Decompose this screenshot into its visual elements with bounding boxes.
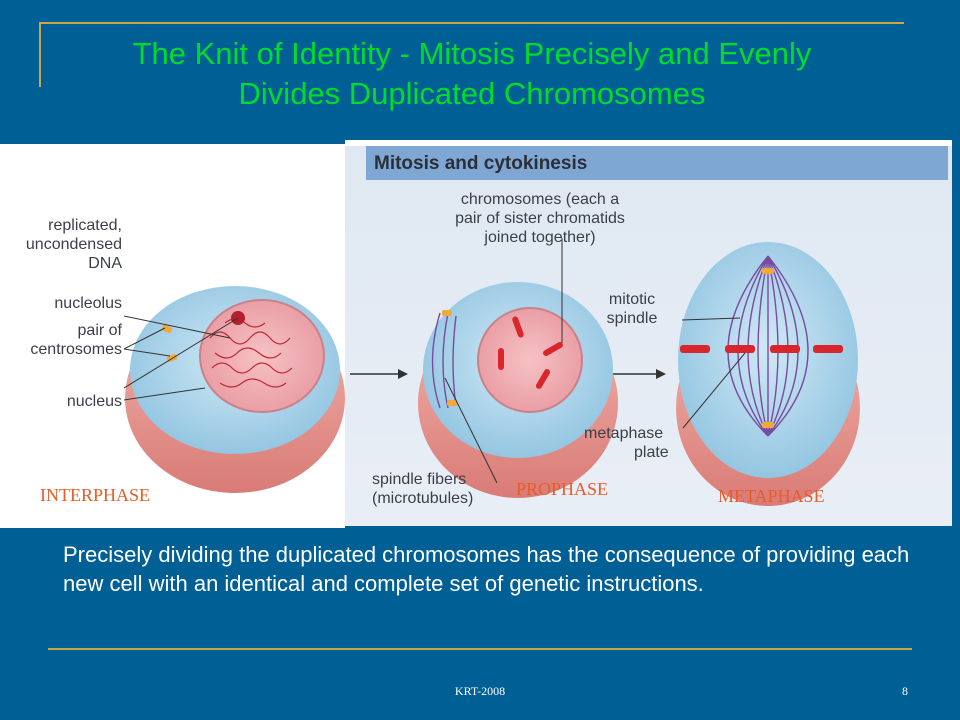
footer-text: KRT-2008: [454, 684, 506, 698]
bottom-accent-line: [48, 648, 912, 650]
label-replicated-1: replicated,: [48, 217, 122, 234]
top-accent-tick: [39, 22, 41, 87]
arrow-1-head: [398, 369, 408, 379]
label-chromosomes-2: pair of sister chromatids: [455, 210, 625, 227]
label-spindle-2: (microtubules): [372, 490, 473, 507]
leader-lines: [123, 238, 746, 484]
mitosis-header: Mitosis and cytokinesis: [374, 153, 587, 174]
title-line-2: Divides Duplicated Chromosomes: [238, 76, 706, 111]
label-replicated-3: DNA: [88, 255, 122, 272]
label-spindle-1: spindle fibers: [372, 471, 466, 488]
page-number: 8: [902, 684, 908, 698]
label-replicated-2: uncondensed: [26, 236, 122, 253]
label-centrosomes-1: pair of: [78, 322, 123, 339]
arrow-2-head: [656, 369, 666, 379]
label-chromosomes-3: joined together): [483, 229, 595, 246]
slide-title: The Knit of Identity - Mitosis Precisely…: [40, 34, 904, 114]
stage-metaphase: METAPHASE: [718, 486, 825, 506]
slide-caption: Precisely dividing the duplicated chromo…: [63, 542, 910, 596]
label-centrosomes-2: centrosomes: [30, 341, 122, 358]
label-mitotic-2: spindle: [607, 310, 658, 327]
label-metaphase-plate-1: metaphase: [584, 425, 663, 442]
interphase-cell: [125, 286, 345, 493]
stage-prophase: PROPHASE: [516, 479, 608, 499]
label-metaphase-plate-2: plate: [634, 444, 669, 461]
label-nucleus: nucleus: [67, 393, 122, 410]
prophase-cell: [418, 282, 618, 498]
mitosis-panel-topbar: [345, 140, 952, 146]
stage-interphase: INTERPHASE: [40, 485, 150, 505]
label-mitotic-1: mitotic: [609, 291, 655, 308]
label-nucleolus: nucleolus: [54, 295, 122, 312]
mitosis-figure: Mitosis and cytokinesis: [0, 138, 952, 528]
mitosis-header-bar: [366, 146, 948, 180]
metaphase-cell: [676, 242, 860, 506]
label-chromosomes-1: chromosomes (each a: [461, 191, 619, 208]
title-line-1: The Knit of Identity - Mitosis Precisely…: [132, 36, 812, 71]
top-accent-line: [40, 22, 904, 24]
